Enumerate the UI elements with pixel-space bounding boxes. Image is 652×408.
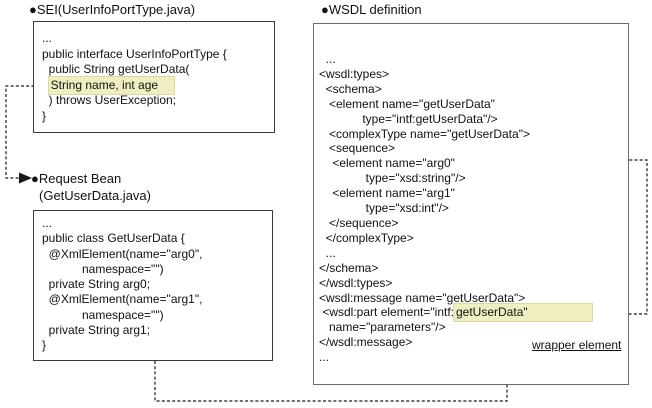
sei-title: ●SEI(UserInfoPortType.java) — [29, 2, 196, 17]
code-line: <element name="getUserData" — [319, 96, 495, 111]
code-line: <wsdl:message name="getUserData"> — [319, 290, 526, 305]
code-line: </wsdl:types> — [319, 275, 393, 290]
code-line: ... — [42, 216, 53, 230]
code-line: private String arg0; — [42, 277, 151, 292]
request-bean-code-box: ...public class GetUserData { @XmlElemen… — [33, 210, 273, 361]
wsdl-code: ...<wsdl:types> <schema> <element name="… — [314, 24, 628, 365]
highlighted-code: getUserData" — [453, 303, 593, 323]
code-line: type="intf:getUserData"/> — [319, 111, 498, 126]
code-line: String name, int age — [42, 75, 274, 95]
highlighted-code: String name, int age — [47, 75, 176, 95]
code-line: <complexType name="getUserData"> — [319, 126, 530, 141]
code-line: <wsdl:part element="intf:getUserData" — [319, 303, 628, 323]
code-line: <sequence> — [319, 141, 396, 156]
code-line: private String arg1; — [42, 323, 151, 338]
code-line: @XmlElement(name="arg1", — [42, 292, 203, 307]
sei-code: ...public interface UserInfoPortType { p… — [34, 22, 274, 124]
code-line: <element name="arg1" — [319, 186, 455, 201]
code-line: type="xsd:string"/> — [319, 171, 466, 186]
code-line: } — [42, 338, 47, 353]
code-line: <wsdl:types> — [319, 66, 390, 81]
request-bean-title: ●Request Bean — [31, 171, 122, 186]
code-line: </sequence> — [319, 215, 399, 230]
code-line: namespace="") — [42, 307, 164, 322]
code-line: ... — [319, 245, 336, 260]
code-line: ... — [42, 31, 53, 45]
request-bean-subtitle: (GetUserData.java) — [39, 188, 151, 203]
code-line: public interface UserInfoPortType { — [42, 46, 227, 61]
code-line: </complexType> — [319, 230, 414, 245]
code-line: ) throws UserException; — [42, 93, 177, 107]
code-line: <schema> — [319, 81, 382, 96]
code-line: public class GetUserData { — [42, 231, 185, 246]
wrapper-element-label: wrapper element — [532, 338, 622, 352]
code-line: } — [42, 108, 47, 123]
code-line: name="parameters"/> — [319, 320, 446, 335]
code-text: <wsdl:part element="intf: — [319, 305, 454, 320]
code-line: public String getUserData( — [42, 62, 190, 76]
request-bean-code: ...public class GetUserData { @XmlElemen… — [34, 211, 272, 354]
code-line: type="xsd:int"/> — [319, 201, 449, 216]
sei-code-box: ...public interface UserInfoPortType { p… — [33, 21, 275, 133]
code-line: namespace="") — [42, 261, 164, 276]
wsdl-title: ●WSDL definition — [321, 2, 422, 17]
code-line: ... — [319, 350, 330, 365]
code-line: @XmlElement(name="arg0", — [42, 246, 203, 261]
code-line: </wsdl:message> — [319, 335, 413, 350]
code-line: </schema> — [319, 260, 379, 275]
code-line: <element name="arg0" — [319, 156, 455, 171]
code-line: ... — [319, 52, 336, 66]
wsdl-code-box: ...<wsdl:types> <schema> <element name="… — [313, 23, 629, 385]
code-text — [42, 78, 49, 92]
